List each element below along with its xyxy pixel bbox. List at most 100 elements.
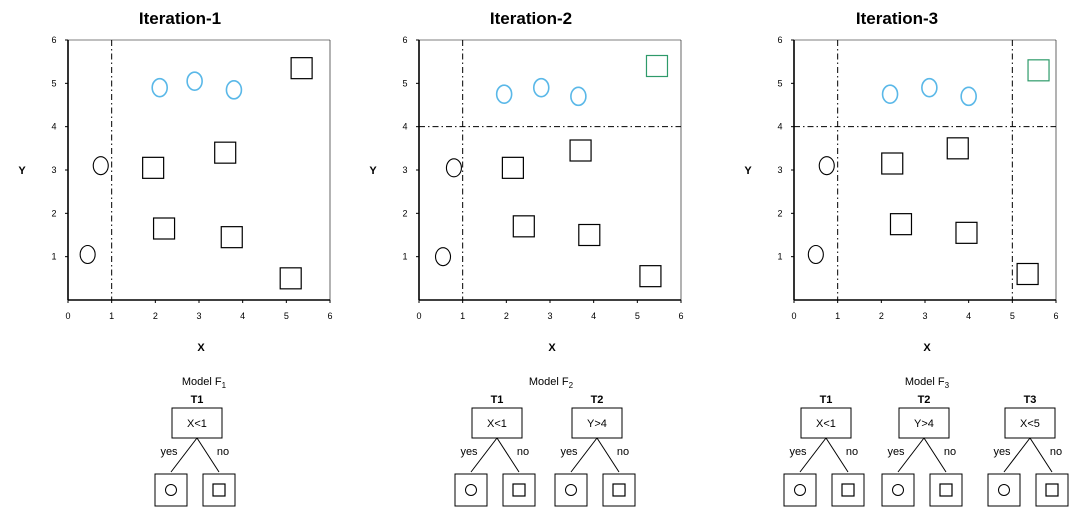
circle-icon	[465, 484, 477, 496]
model-label-subscript: 3	[945, 381, 950, 390]
tree-root-node	[800, 407, 852, 439]
tree-branch-yes	[170, 437, 198, 473]
x-tick-label: 5	[1010, 311, 1015, 321]
tree-branch-no	[1029, 437, 1053, 473]
data-point-square	[578, 223, 601, 247]
square-icon	[939, 483, 953, 497]
data-point-circle	[921, 77, 938, 98]
model-label-text: Model F	[182, 376, 222, 388]
data-point-square	[214, 141, 237, 164]
tree-branch-yes	[1003, 437, 1031, 473]
y-tick-label: 1	[51, 252, 56, 262]
y-tick-label: 3	[51, 165, 56, 175]
x-tick-label: 5	[635, 311, 640, 321]
x-tick-label: 3	[922, 311, 927, 321]
x-axis-label: X	[548, 342, 556, 354]
square-icon	[1045, 483, 1059, 497]
tree-leaf-no	[602, 473, 636, 507]
branch-label-yes: yes	[887, 446, 905, 458]
data-point-square	[1027, 59, 1050, 82]
data-point-circle	[225, 80, 243, 100]
data-point-circle	[151, 77, 168, 98]
data-point-square	[220, 226, 243, 249]
y-tick-label: 5	[777, 78, 782, 88]
tree-branch-yes	[470, 437, 498, 473]
branch-label-yes: yes	[560, 446, 578, 458]
circle-icon	[165, 484, 177, 496]
model-label-text: Model F	[529, 376, 569, 388]
data-point-square	[645, 54, 669, 78]
tree-branch-no	[923, 437, 947, 473]
model-label: Model F2	[529, 376, 574, 390]
tree-leaf-yes	[454, 473, 488, 507]
model-label: Model F1	[182, 376, 227, 390]
x-tick-label: 6	[327, 311, 332, 321]
branch-label-yes: yes	[993, 446, 1011, 458]
y-tick-label: 1	[777, 252, 782, 262]
tree-root-node	[471, 407, 523, 439]
branch-label-yes: yes	[460, 446, 478, 458]
decision-tree-t2: T2Y>4 yes no	[881, 394, 963, 507]
x-tick-label: 0	[416, 311, 421, 321]
x-tick-label: 4	[240, 311, 245, 321]
tree-name: T1	[820, 394, 833, 406]
data-point-circle	[570, 86, 587, 107]
x-tick-label: 3	[547, 311, 552, 321]
x-tick-label: 0	[65, 311, 70, 321]
x-tick-label: 1	[460, 311, 465, 321]
x-tick-label: 1	[109, 311, 114, 321]
data-point-circle	[807, 244, 824, 265]
branch-label-yes: yes	[160, 446, 178, 458]
data-point-circle	[434, 247, 452, 267]
tree-leaf-no	[202, 473, 236, 507]
data-point-circle	[92, 156, 109, 176]
x-tick-label: 6	[678, 311, 683, 321]
data-point-circle	[881, 84, 899, 104]
branch-label-no: no	[846, 446, 858, 458]
branch-label-no: no	[217, 446, 229, 458]
data-point-square	[1016, 262, 1039, 286]
data-point-square	[881, 152, 904, 175]
data-point-circle	[960, 86, 977, 107]
tree-root-node	[571, 407, 623, 439]
tree-name: T2	[918, 394, 931, 406]
y-tick-label: 4	[51, 122, 56, 132]
y-tick-label: 3	[777, 165, 782, 175]
x-tick-label: 2	[153, 311, 158, 321]
x-tick-label: 3	[196, 311, 201, 321]
data-point-circle	[495, 84, 513, 104]
tree-condition: X<1	[816, 418, 836, 430]
tree-branch-yes	[897, 437, 925, 473]
y-tick-label: 6	[402, 35, 407, 45]
y-tick-label: 5	[51, 78, 56, 88]
y-tick-label: 6	[51, 35, 56, 45]
y-tick-label: 2	[777, 208, 782, 218]
tree-name: T1	[191, 394, 204, 406]
data-point-square	[889, 213, 913, 236]
tree-condition: Y>4	[914, 418, 934, 430]
tree-leaf-yes	[154, 473, 188, 507]
x-tick-label: 0	[791, 311, 796, 321]
panel-title: Iteration-2	[490, 9, 572, 28]
model-label-subscript: 1	[222, 381, 227, 390]
circle-icon	[892, 484, 904, 496]
square-icon	[841, 483, 855, 497]
data-point-square	[290, 57, 313, 80]
branch-label-no: no	[1050, 446, 1062, 458]
data-point-square	[955, 221, 978, 244]
x-tick-label: 6	[1053, 311, 1058, 321]
branch-label-no: no	[944, 446, 956, 458]
y-tick-label: 2	[51, 208, 56, 218]
data-point-square	[279, 267, 302, 290]
data-point-square	[501, 156, 524, 179]
